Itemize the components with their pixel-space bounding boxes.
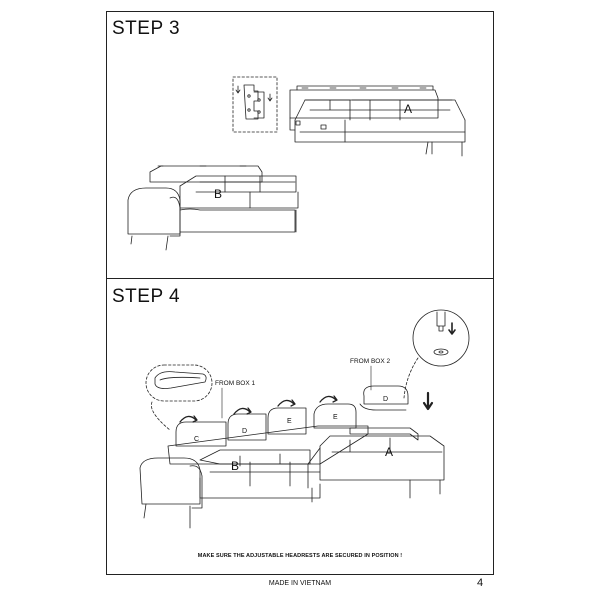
chaise-piece-a <box>289 85 466 157</box>
peg-detail-icon <box>403 309 470 399</box>
callout-from-box-1: FROM BOX 1 <box>215 380 256 387</box>
step4-label-c: C <box>194 436 200 443</box>
down-arrow-icon <box>422 391 434 411</box>
curved-arrow-icon <box>179 395 338 423</box>
bracket-detail-icon <box>232 76 278 133</box>
step4-label-e1: E <box>287 418 292 425</box>
made-in-label: MADE IN VIETNAM <box>268 580 332 587</box>
step4-title: STEP 4 <box>112 286 181 307</box>
step4-label-b: B <box>231 459 240 473</box>
headrest-warning-note: MAKE SURE THE ADJUSTABLE HEADRESTS ARE S… <box>197 553 403 559</box>
sectional-sofa <box>139 425 445 529</box>
step3-label-a: A <box>404 102 413 116</box>
step4-label-e2: E <box>333 414 338 421</box>
step4-label-d1: D <box>242 428 248 435</box>
step4-label-d2: D <box>383 396 389 403</box>
page-frame <box>106 11 494 575</box>
page-number: 4 <box>477 577 484 589</box>
loveseat-piece-b <box>127 165 299 251</box>
step4-label-a: A <box>385 445 394 459</box>
headrest-detail-icon <box>145 364 213 431</box>
step3-label-b: B <box>214 187 223 201</box>
callout-from-box-2: FROM BOX 2 <box>350 358 391 365</box>
step-divider <box>106 278 494 279</box>
step3-title: STEP 3 <box>112 18 181 39</box>
